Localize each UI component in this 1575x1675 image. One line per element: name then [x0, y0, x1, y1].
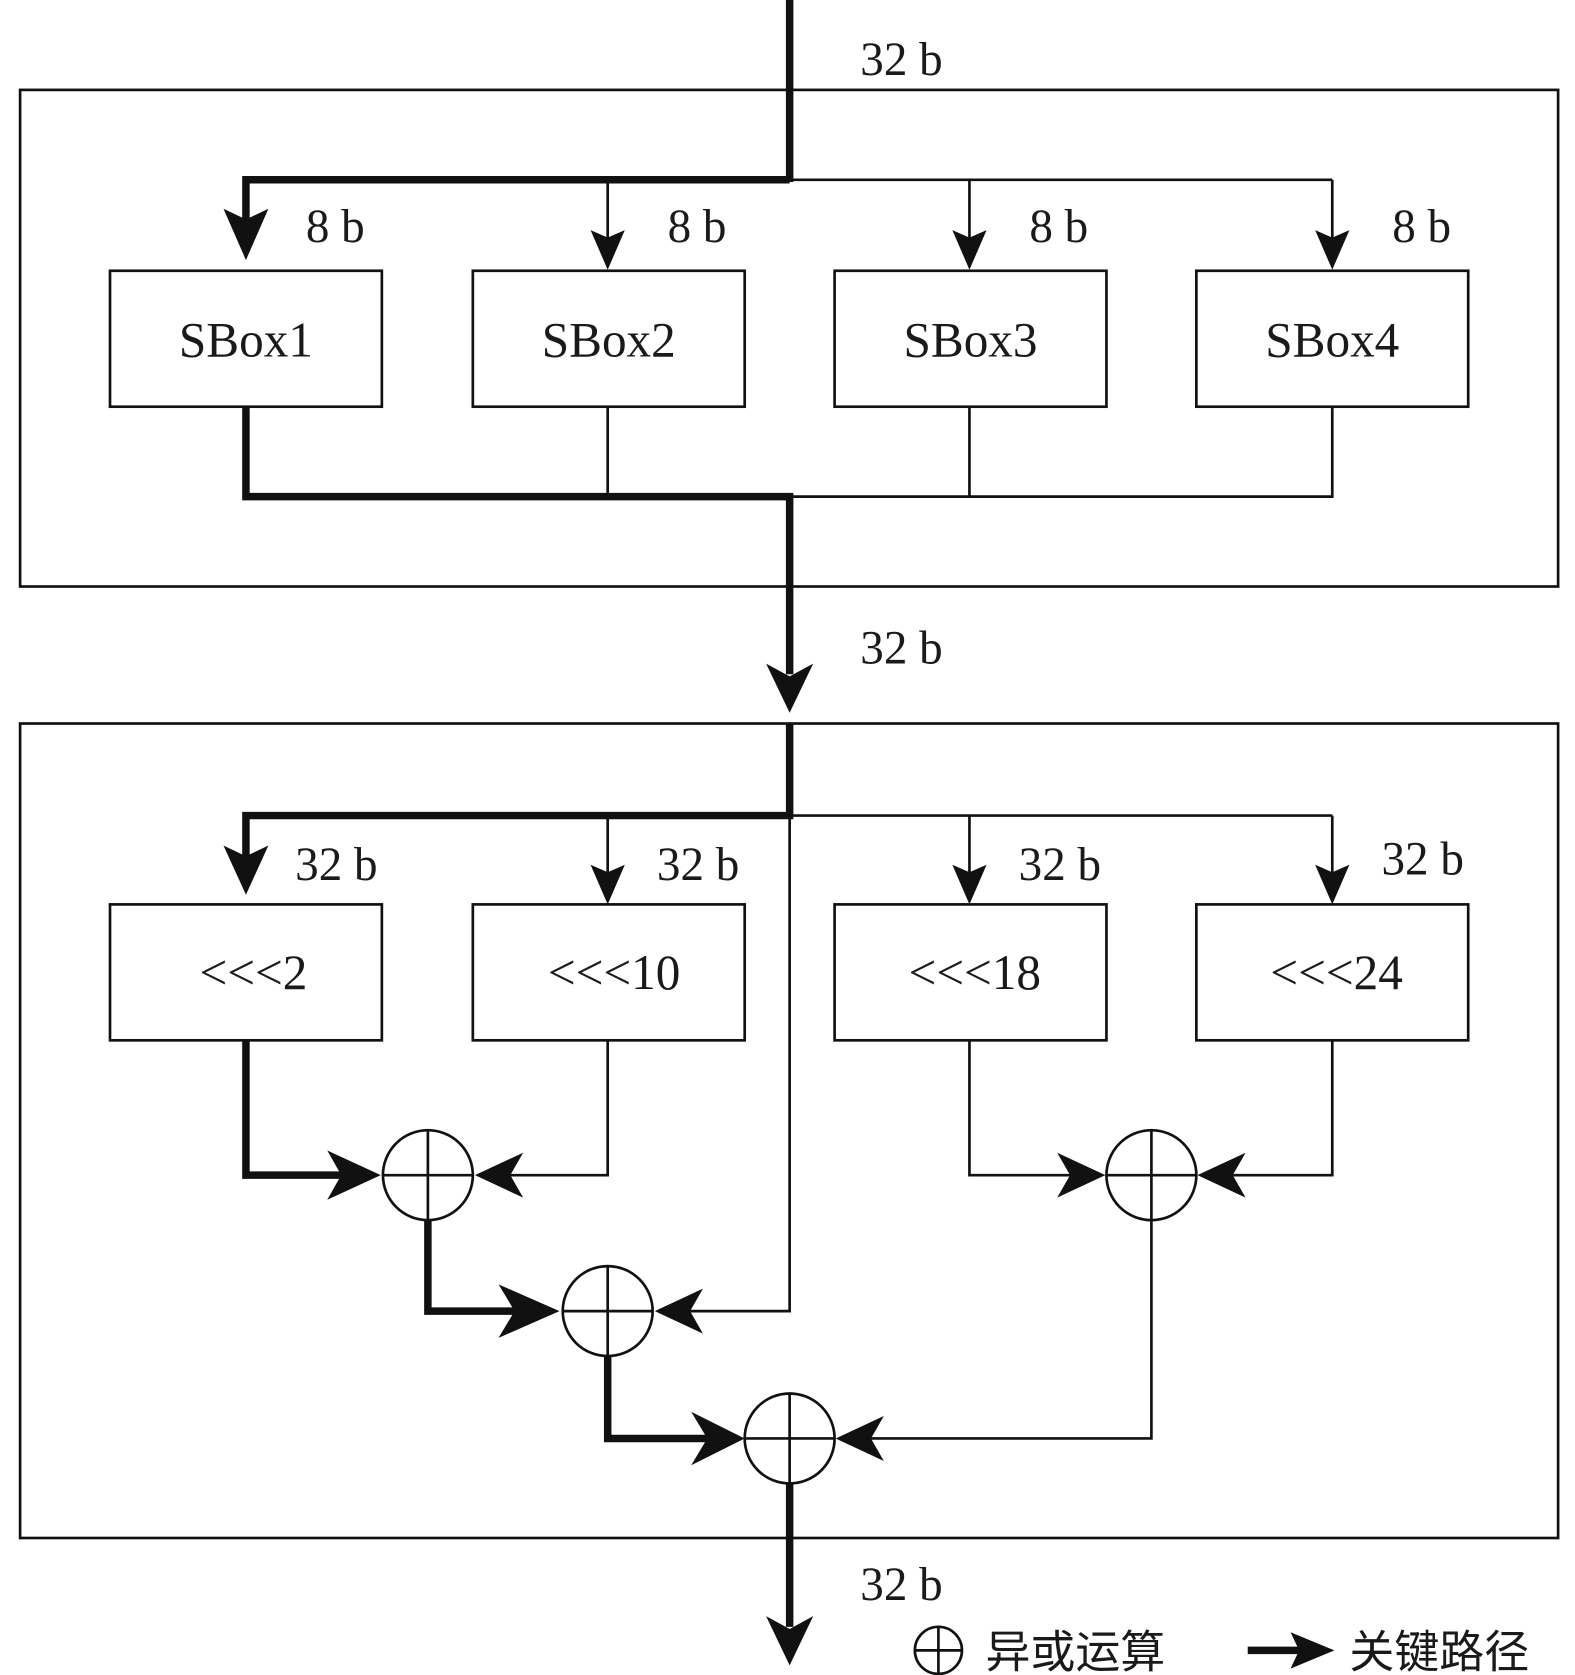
arrowhead	[766, 1616, 814, 1666]
branch-width-label: 8 b	[668, 201, 727, 253]
critical-path-merge	[242, 406, 794, 675]
merge-lines	[606, 406, 1334, 498]
rotate-2-box: <<<2	[108, 903, 384, 1042]
arrowhead	[952, 230, 987, 270]
rot18-to-xor2	[968, 1040, 1082, 1177]
svg-text:<<<10: <<<10	[548, 945, 681, 1000]
arrowhead	[590, 230, 625, 270]
xor2-to-xor4	[857, 1220, 1153, 1440]
branch-width-label: 32 b	[1382, 833, 1464, 885]
branch-width-label: 32 b	[657, 839, 739, 891]
sbox-1: SBox1	[108, 269, 384, 409]
xor-node	[743, 1392, 836, 1485]
identity-to-xor3	[675, 815, 791, 1313]
arrowhead	[691, 1411, 745, 1466]
critical-path-xor1-to-xor3	[424, 1220, 526, 1315]
svg-text:<<<24: <<<24	[1270, 945, 1402, 1000]
arrowhead	[223, 208, 269, 261]
arrowhead	[327, 1150, 381, 1200]
arrowhead	[835, 1415, 884, 1461]
arrowhead	[474, 1152, 524, 1198]
svg-text:SBox1: SBox1	[179, 312, 313, 367]
branch-width-label: 32 b	[1019, 839, 1101, 891]
arrowhead	[1197, 1152, 1246, 1198]
rotate-24-box: <<<24	[1195, 903, 1470, 1042]
arrowhead	[1315, 230, 1350, 270]
xor-legend-label: 异或运算	[986, 1626, 1166, 1675]
critical-path-xor3-to-xor4	[603, 1356, 708, 1443]
xor-legend-icon	[913, 1625, 964, 1675]
branch-arrows-bottom	[606, 815, 1334, 873]
critical-path-legend-label: 关键路径	[1349, 1626, 1529, 1675]
arrowhead	[590, 864, 625, 905]
svg-text:<<<18: <<<18	[909, 945, 1042, 1000]
arrowhead	[223, 845, 269, 895]
input-width-label: 32 b	[860, 34, 942, 86]
branch-arrows-top	[606, 179, 1334, 241]
arrowhead	[654, 1288, 703, 1334]
legend: 异或运算 关键路径	[913, 1625, 1529, 1675]
arrowhead	[1057, 1152, 1106, 1198]
xor-node	[1105, 1128, 1198, 1222]
xor-node	[561, 1264, 654, 1358]
arrowhead	[766, 663, 814, 713]
xor-node	[381, 1128, 475, 1222]
svg-text:SBox3: SBox3	[904, 312, 1038, 367]
svg-text:SBox4: SBox4	[1265, 312, 1399, 367]
sbox-3: SBox3	[833, 269, 1108, 409]
rotate-10-box: <<<10	[471, 903, 747, 1042]
arrowhead	[1315, 864, 1350, 905]
branch-width-label: 32 b	[295, 839, 377, 891]
rotate-18-box: <<<18	[833, 903, 1108, 1042]
branch-width-label: 8 b	[1392, 201, 1451, 253]
rot24-to-xor2	[1220, 1040, 1334, 1177]
arrowhead	[498, 1284, 560, 1338]
sbox-output-width-label: 32 b	[860, 623, 942, 675]
critical-path-rot2-to-xor1	[242, 1040, 344, 1179]
sbox-4: SBox4	[1195, 269, 1470, 409]
branch-width-label: 8 b	[1029, 201, 1088, 253]
rot10-to-xor1	[493, 1040, 610, 1177]
output-width-label: 32 b	[860, 1559, 942, 1611]
sbox-2: SBox2	[471, 269, 747, 409]
svg-text:<<<2: <<<2	[199, 945, 307, 1000]
svg-text:SBox2: SBox2	[542, 312, 676, 367]
arrowhead	[952, 864, 987, 905]
critical-path-distribute-bottom	[242, 723, 794, 862]
branch-width-label: 8 b	[306, 201, 365, 253]
critical-path-legend-icon	[1247, 1632, 1335, 1669]
